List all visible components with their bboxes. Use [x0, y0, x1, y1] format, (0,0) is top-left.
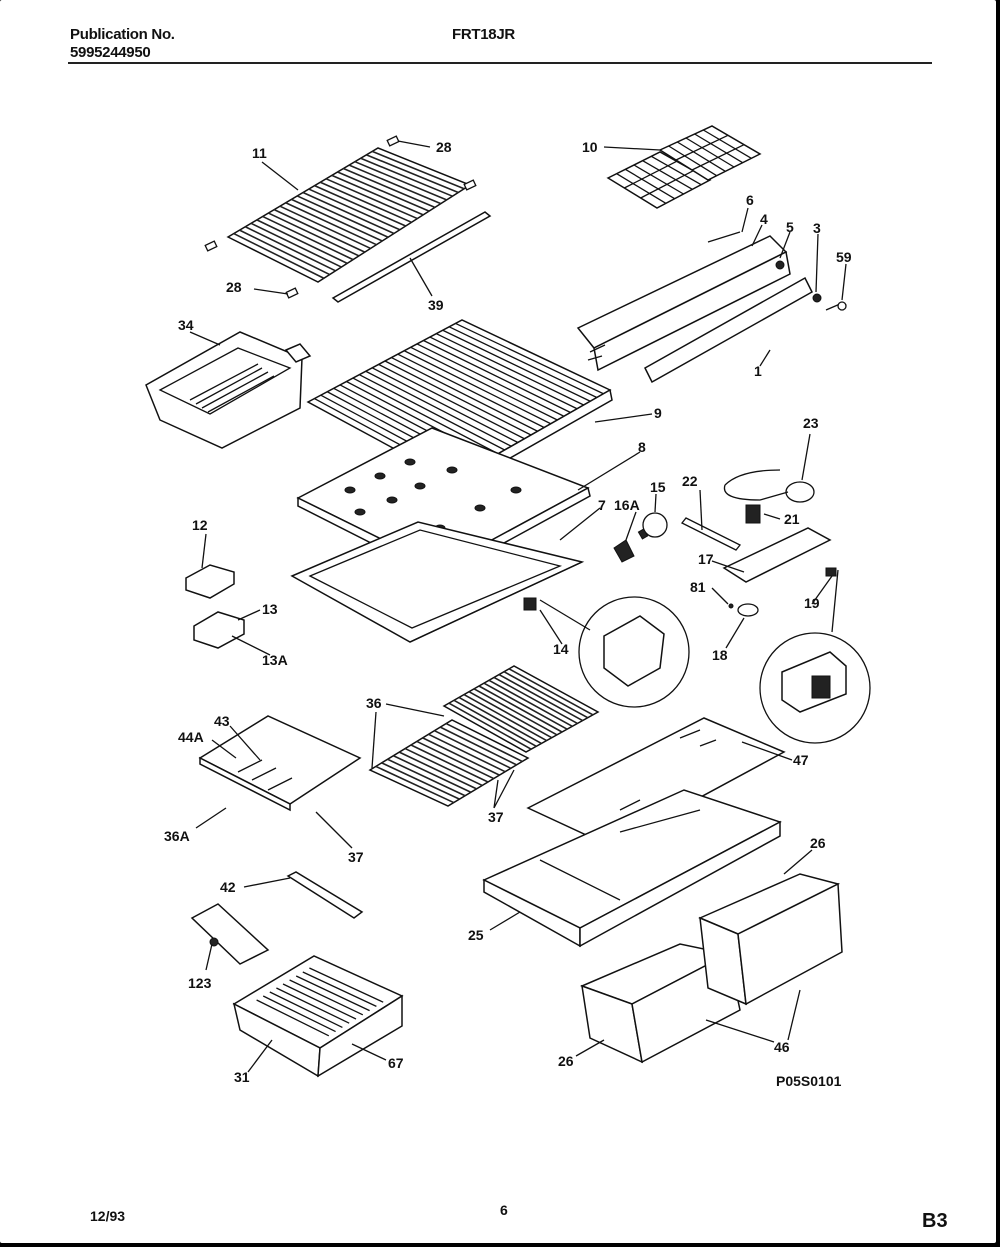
callout-26b: 26 — [558, 1053, 574, 1069]
figure-code: P05S0101 — [776, 1073, 842, 1089]
shelf-rail — [331, 211, 492, 303]
callout-25: 25 — [468, 927, 484, 943]
screw-parts — [812, 293, 847, 311]
crisper-glass-cover — [526, 717, 786, 847]
callout-42: 42 — [220, 879, 236, 895]
wire-shelf-right — [442, 665, 600, 753]
crisper-frame — [482, 789, 782, 948]
footer-page-number: 6 — [500, 1202, 508, 1218]
callout-17: 17 — [698, 551, 714, 567]
callout-81: 81 — [690, 579, 706, 595]
callout-12: 12 — [192, 517, 208, 533]
callout-4: 4 — [760, 211, 768, 227]
light-switch-detail — [523, 596, 690, 708]
callout-22: 22 — [682, 473, 698, 489]
callout-36: 36 — [366, 695, 382, 711]
callout-26a: 26 — [810, 835, 826, 851]
callout-31: 31 — [234, 1069, 250, 1085]
damper-control-detail — [759, 569, 871, 744]
callout-7: 7 — [598, 497, 606, 513]
wire-shelf-left — [368, 719, 530, 807]
callout-67: 67 — [388, 1055, 404, 1071]
callout-28b: 28 — [226, 279, 242, 295]
light-bulb — [637, 512, 668, 540]
air-duct-channel — [576, 231, 813, 384]
callout-44A: 44A — [178, 729, 204, 745]
callout-34: 34 — [178, 317, 194, 333]
shelf-stop-pins — [204, 135, 477, 299]
model-number: FRT18JR — [452, 26, 515, 43]
callout-23: 23 — [803, 415, 819, 431]
publication-label: Publication No. — [70, 26, 175, 43]
ice-tray-back — [658, 125, 762, 181]
ice-bin — [145, 331, 312, 449]
light-socket — [613, 539, 635, 563]
callout-47: 47 — [793, 752, 809, 768]
callout-6: 6 — [746, 192, 754, 208]
callout-39: 39 — [428, 297, 444, 313]
callout-37b: 37 — [488, 809, 504, 825]
callout-labels: 11 28 28 39 10 6 4 5 3 59 1 34 9 8 7 16A… — [164, 139, 852, 1089]
callout-123: 123 — [188, 975, 212, 991]
fresh-food-ceiling — [290, 521, 585, 643]
control-knob — [728, 567, 837, 617]
callout-43: 43 — [214, 713, 230, 729]
drawer-rail — [286, 871, 364, 919]
meat-drawer — [232, 955, 404, 1078]
callout-3: 3 — [813, 220, 821, 236]
callout-16A: 16A — [614, 497, 640, 513]
callout-15: 15 — [650, 479, 666, 495]
callout-5: 5 — [786, 219, 794, 235]
callout-28a: 28 — [436, 139, 452, 155]
leader-lines — [189, 140, 847, 1073]
callout-8: 8 — [638, 439, 646, 455]
publication-number: 5995244950 — [70, 44, 151, 61]
callout-13A: 13A — [262, 652, 288, 668]
shelf-support-upper — [185, 564, 235, 599]
callout-11: 11 — [252, 145, 267, 161]
glass-shelf-small — [198, 715, 362, 812]
crisper-drawer-right — [698, 873, 843, 1006]
footer-section-code: B3 — [922, 1210, 948, 1232]
thermostat-bracket — [680, 517, 832, 583]
callout-14: 14 — [553, 641, 569, 657]
callout-46: 46 — [774, 1039, 790, 1055]
callout-36A: 36A — [164, 828, 190, 844]
callout-21: 21 — [784, 511, 800, 527]
thermostat — [723, 469, 815, 524]
freezer-wire-shelf — [226, 147, 472, 283]
callout-19: 19 — [804, 595, 820, 611]
callout-59: 59 — [836, 249, 852, 265]
callout-1: 1 — [754, 363, 762, 379]
footer-date: 12/93 — [90, 1208, 126, 1224]
header-rule — [68, 62, 932, 64]
callout-18: 18 — [712, 647, 728, 663]
callout-10: 10 — [582, 139, 598, 155]
shelf-support-lower — [193, 611, 245, 649]
callout-13: 13 — [262, 601, 278, 617]
drawer-cover-frame — [190, 903, 270, 965]
callout-9: 9 — [654, 405, 662, 421]
callout-37a: 37 — [348, 849, 364, 865]
